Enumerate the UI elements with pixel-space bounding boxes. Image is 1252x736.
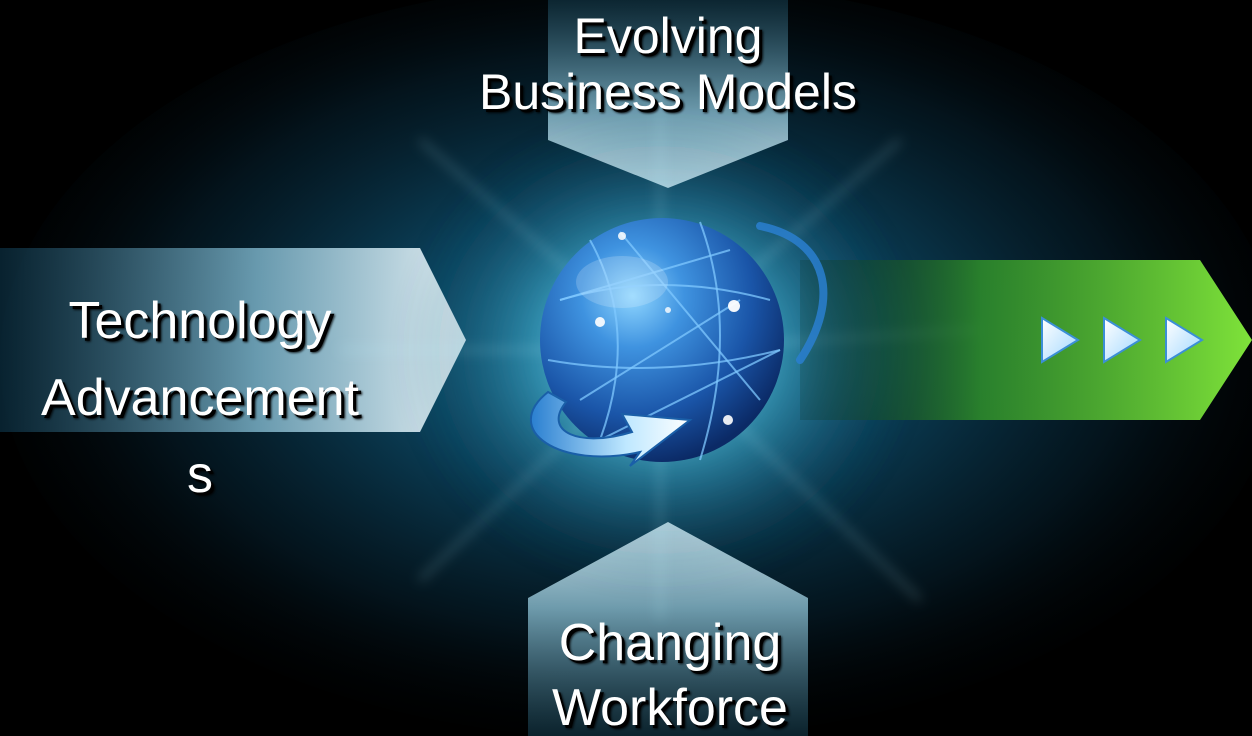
bottom-input-label-line-1: Changing <box>558 614 782 672</box>
output-chevrons <box>1041 316 1204 364</box>
left-input-label-line-2: Advancement <box>41 369 359 427</box>
bottom-input-label-line-2: Workforce <box>552 679 788 736</box>
bottom-input-label: Changing Workforce <box>460 611 880 736</box>
top-input-label-line-1: Evolving <box>573 8 763 64</box>
top-input-label-line-2: Business Models <box>479 64 857 120</box>
orbit-arrow-icon <box>529 222 828 467</box>
left-input-label-line-3: s <box>187 446 213 504</box>
chevron-icon <box>1165 316 1204 364</box>
left-input-arrow <box>0 248 466 432</box>
chevron-icon <box>1041 316 1080 364</box>
globe-icon <box>540 218 784 462</box>
left-input-label: Technology Advancement s <box>0 283 400 514</box>
top-input-label: Evolving Business Models <box>418 8 918 120</box>
output-arrow <box>800 260 1252 420</box>
chevron-icon <box>1103 316 1142 364</box>
left-input-label-line-1: Technology <box>68 292 332 350</box>
